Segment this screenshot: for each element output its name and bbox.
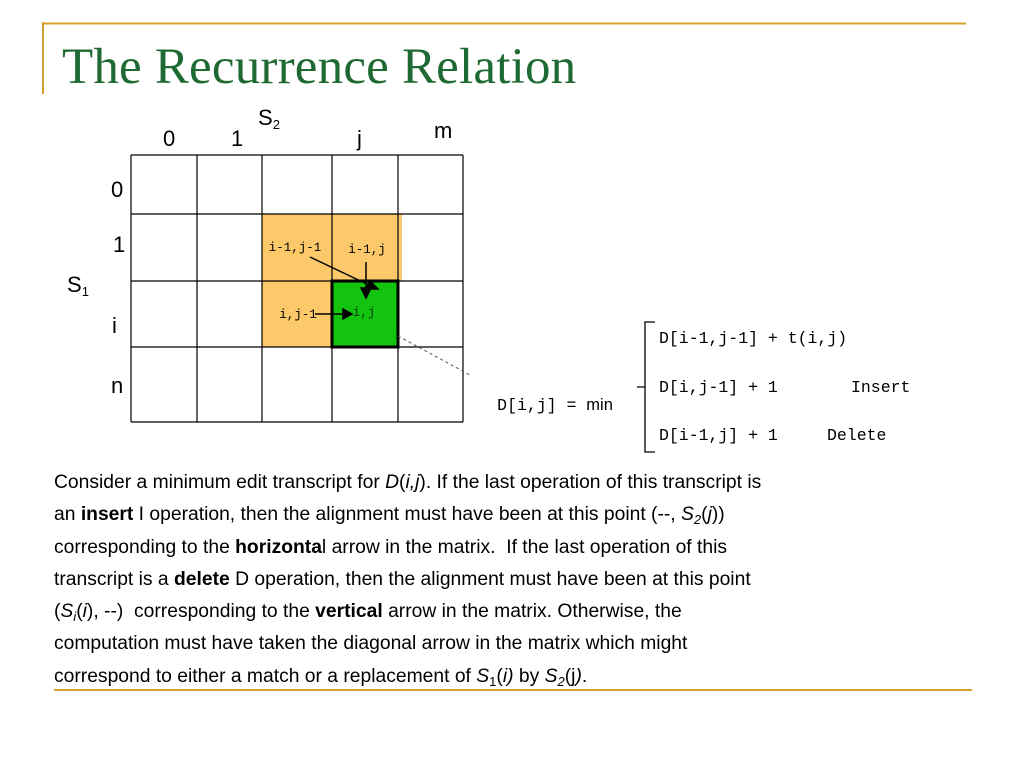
diagonal-arrow xyxy=(309,256,380,290)
slide-title: The Recurrence Relation xyxy=(62,39,577,95)
row-label-0: 0 xyxy=(111,177,124,202)
horizontal-arrow xyxy=(315,307,354,321)
s1-label: S1 xyxy=(67,272,89,299)
col-label-1: 1 xyxy=(231,126,244,151)
col-label-0: 0 xyxy=(163,126,176,151)
cell-label-left: i,j-1 xyxy=(279,308,317,322)
vertical-arrow xyxy=(359,262,373,300)
row-label-n: n xyxy=(111,373,124,398)
s2-label: S2 xyxy=(258,105,280,132)
row-label-1: 1 xyxy=(113,232,126,257)
option-delete-expr: D[i-1,j] + 1 xyxy=(659,426,778,445)
explanation-paragraph: Consider a minimum edit transcript for D… xyxy=(54,472,762,689)
min-brace xyxy=(637,321,655,453)
col-label-m: m xyxy=(434,118,453,143)
cell-label-current: i,j xyxy=(352,306,376,320)
option-insert-op: Insert xyxy=(851,378,911,397)
cell-up xyxy=(332,214,402,281)
lhs-code: D[i,j] = xyxy=(497,395,587,415)
dashed-connector xyxy=(397,335,471,376)
row-label-i: i xyxy=(112,313,117,338)
cell-label-diag: i-1,j-1 xyxy=(268,241,322,255)
recurrence-lhs: D[i,j] = min xyxy=(488,380,613,414)
option-insert-expr: D[i,j-1] + 1 xyxy=(659,378,778,397)
col-label-j: j xyxy=(357,126,362,151)
option-delete-op: Delete xyxy=(827,426,887,445)
cell-label-up: i-1,j xyxy=(348,243,386,257)
cell-diag xyxy=(262,214,332,281)
lhs-min: min xyxy=(586,395,613,414)
option-diag-expr: D[i-1,j-1] + t(i,j) xyxy=(659,329,848,348)
